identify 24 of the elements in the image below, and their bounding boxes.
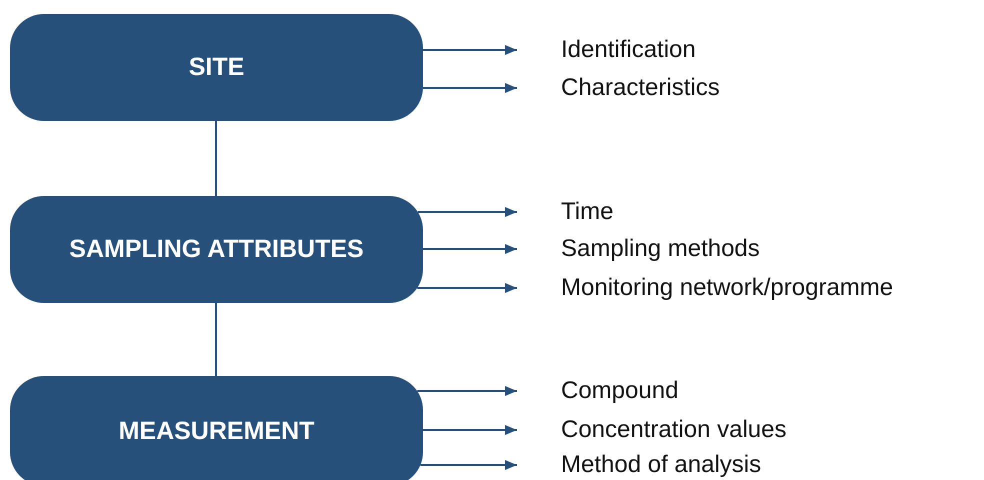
item-label: Identification [561,35,696,65]
connector-line [215,303,217,376]
item-label: Method of analysis [561,450,762,480]
box-title: MEASUREMENT [118,416,314,446]
item-label: Time [561,197,614,227]
arrow [423,425,517,435]
box-title: SAMPLING ATTRIBUTES [69,235,364,264]
arrow [423,244,517,254]
item-label: Monitoring network/programme [561,273,894,303]
arrow [418,207,517,217]
arrow [423,45,517,55]
arrow [422,83,517,93]
item-label: Characteristics [561,73,720,103]
arrow [417,386,517,396]
item-label: Compound [561,376,678,406]
arrow [420,460,517,470]
process-box [10,376,423,480]
arrow [417,283,517,293]
item-label: Sampling methods [561,234,760,264]
item-label: Concentration values [561,415,786,445]
process-box [10,14,423,121]
connector-line [215,121,217,196]
box-title: SITE [188,53,244,82]
process-box [10,196,423,303]
